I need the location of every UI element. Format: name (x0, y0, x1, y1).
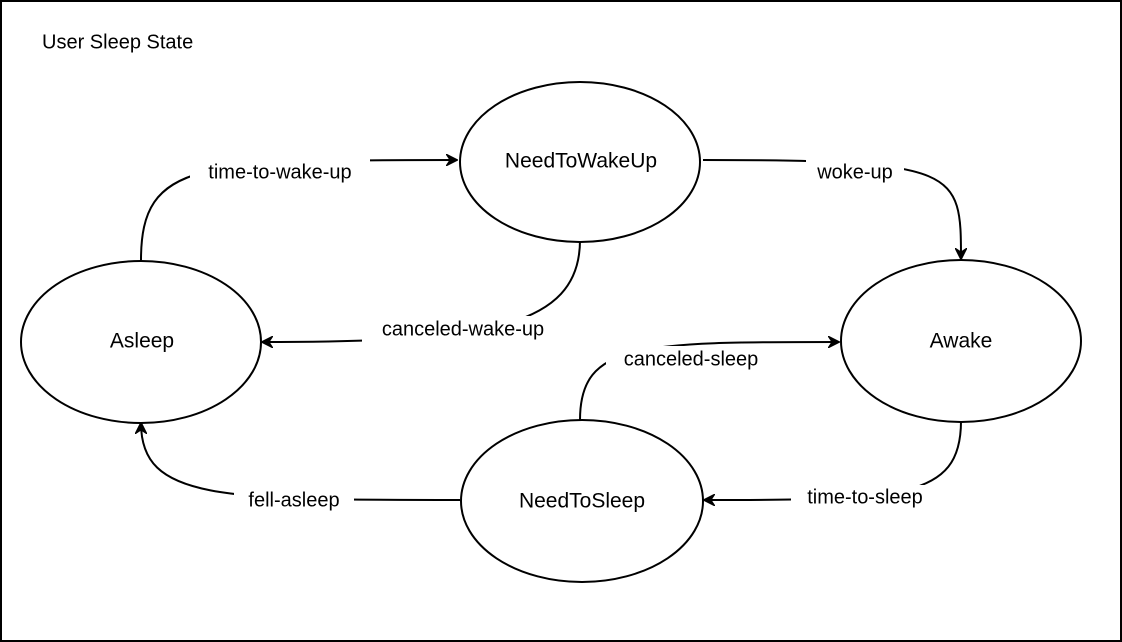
state-label-awake: Awake (930, 330, 993, 353)
edge-label-fell-asleep-group: fell-asleep (234, 488, 354, 514)
edge-label-time-to-sleep-group: time-to-sleep (791, 485, 939, 511)
edge-label-woke-up-group: woke-up (806, 159, 904, 185)
edge-label-woke-up: woke-up (816, 161, 893, 183)
edge-label-canceled-sleep-group: canceled-sleep (606, 346, 776, 372)
edge-label-time-to-sleep: time-to-sleep (807, 486, 923, 508)
diagram-title: User Sleep State (42, 31, 193, 53)
state-label-asleep: Asleep (110, 330, 174, 353)
edge-label-time-to-wake-up: time-to-wake-up (208, 161, 351, 183)
state-awake: Awake (840, 259, 1082, 423)
state-label-need-to-sleep: NeedToSleep (519, 490, 645, 513)
state-need-to-sleep: NeedToSleep (460, 419, 704, 583)
state-asleep: Asleep (20, 260, 262, 424)
edge-label-time-to-wake-up-group: time-to-wake-up (190, 159, 370, 185)
edge-woke-up (702, 159, 961, 259)
state-need-to-wake-up: NeedToWakeUp (459, 81, 701, 243)
edge-label-canceled-wake-up: canceled-wake-up (382, 318, 544, 340)
edge-label-fell-asleep: fell-asleep (248, 489, 339, 511)
edge-label-canceled-wake-up-group: canceled-wake-up (362, 316, 564, 342)
state-label-need-to-wake-up: NeedToWakeUp (505, 150, 657, 173)
edge-fell-asleep (141, 423, 461, 501)
edge-label-canceled-sleep: canceled-sleep (624, 348, 759, 370)
